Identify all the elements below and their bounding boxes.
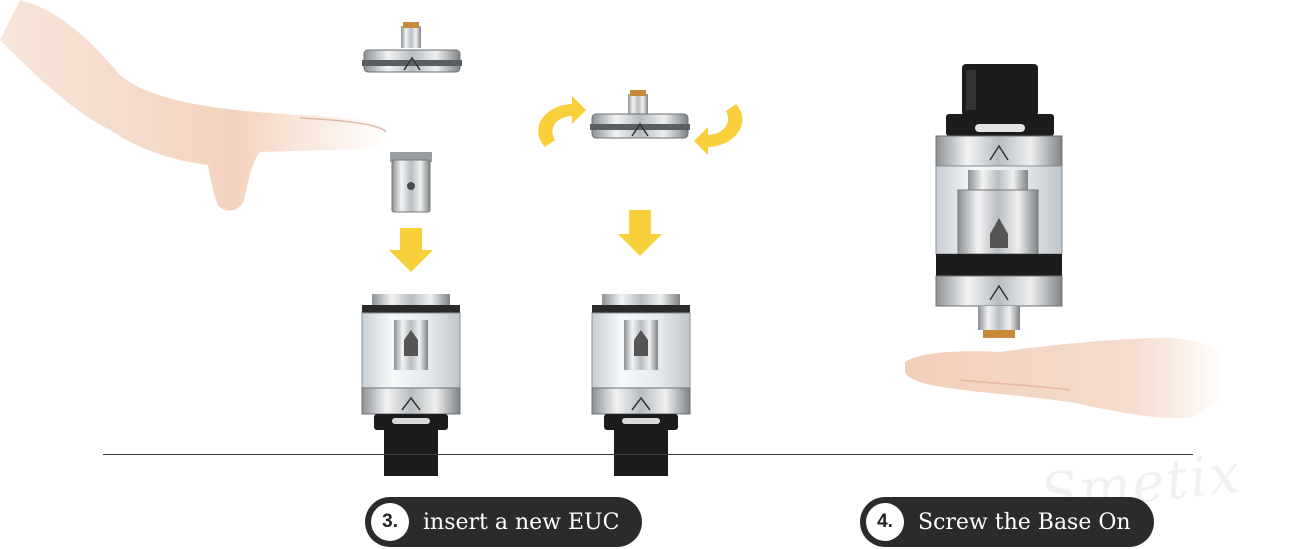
rotate-arrow-icon (694, 104, 743, 155)
base-cap-rotating (590, 90, 690, 139)
step-3-badge: 3. insert a new EUC (365, 497, 642, 547)
rotate-arrow-icon (538, 96, 586, 147)
assembled-tank (935, 64, 1063, 338)
euc-coil-head (390, 152, 432, 213)
step-label: Screw the Base On (918, 509, 1131, 535)
step-label: insert a new EUC (423, 509, 620, 535)
step-number: 4. (866, 503, 904, 541)
tank-open-step3 (361, 294, 461, 476)
tank-open-step3b (591, 294, 691, 476)
open-palm-hand (905, 337, 1226, 419)
base-cap-top-step3 (362, 22, 462, 73)
pointing-hand (0, 0, 389, 211)
down-arrow-icon (618, 210, 662, 256)
down-arrow-icon (389, 228, 433, 272)
step-number: 3. (371, 503, 409, 541)
ground-line (103, 454, 1193, 455)
step-4-badge: 4. Screw the Base On (860, 497, 1154, 547)
